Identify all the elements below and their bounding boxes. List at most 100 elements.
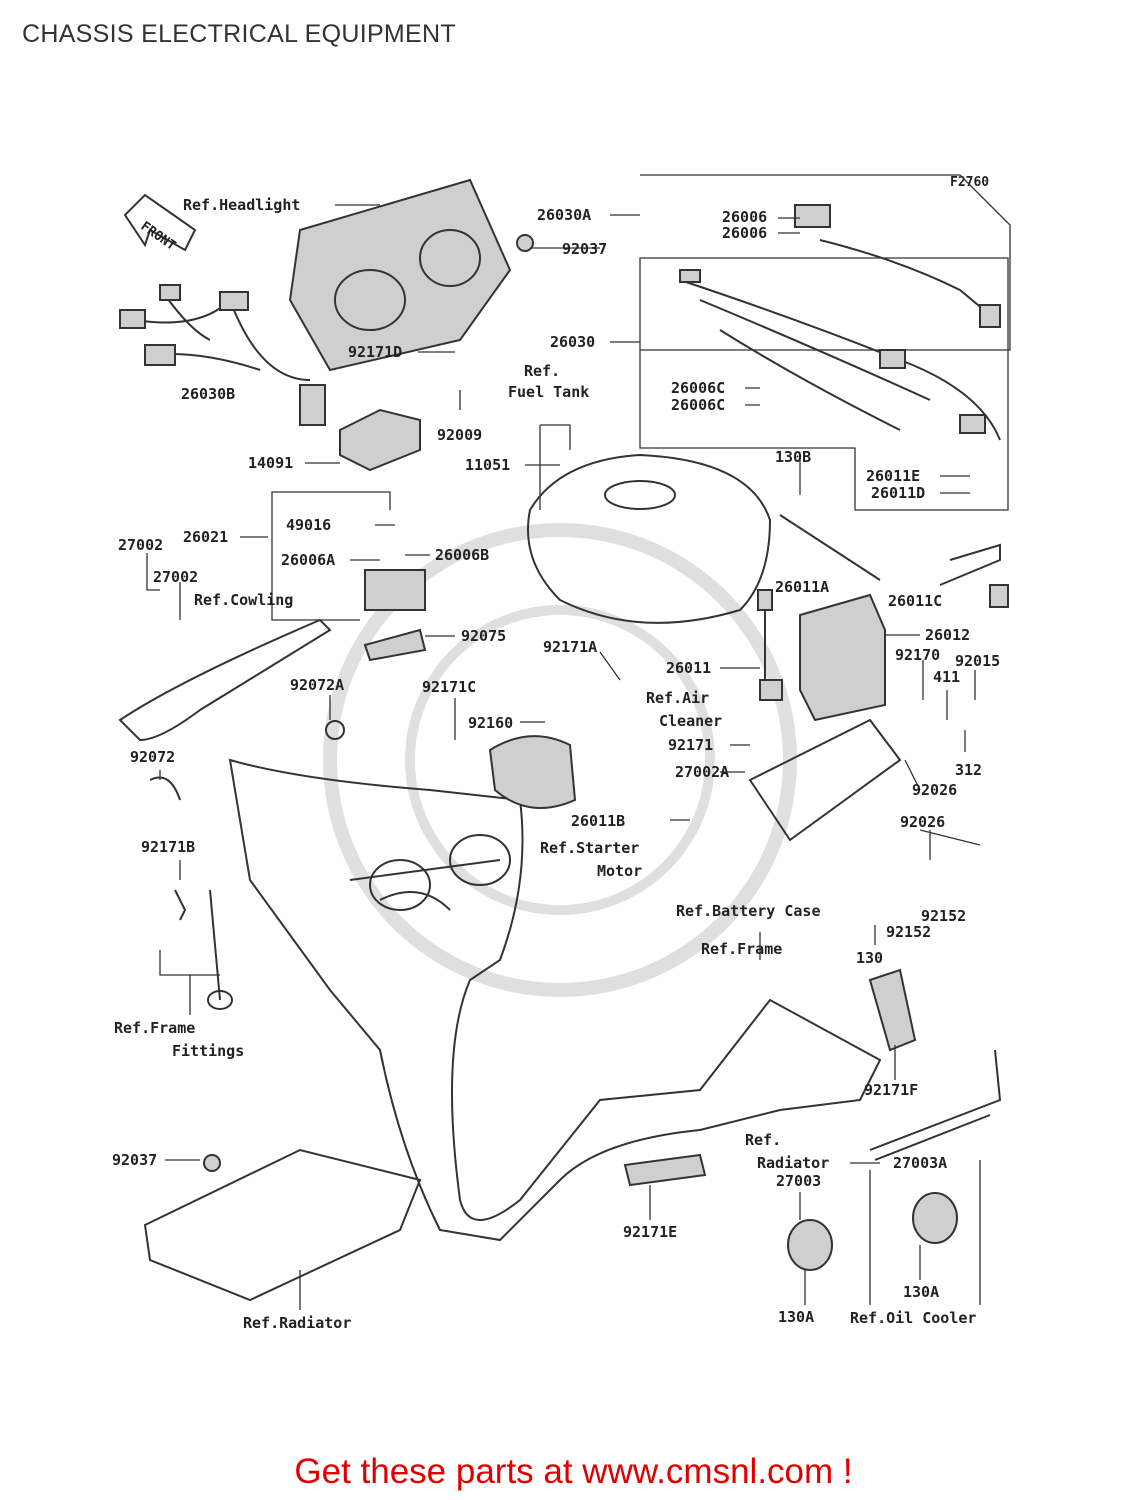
label-26030: 26030 — [550, 333, 595, 351]
label-92171D: 92171D — [348, 343, 402, 361]
bracket-92171F — [868, 968, 917, 1052]
radiator-guard — [143, 1148, 422, 1302]
main-wiring-harness — [679, 269, 1001, 441]
wiring-26030B — [119, 284, 326, 426]
label-92026-a: 92026 — [912, 781, 957, 799]
label-14091: 14091 — [248, 454, 293, 472]
label-92026-b: 92026 — [900, 813, 945, 831]
label-26030A: 26030A — [537, 206, 591, 224]
label-ref-cleaner: Cleaner — [659, 712, 722, 730]
horn-27003A — [912, 1192, 958, 1244]
label-ref-frame: Ref.Frame — [114, 1019, 195, 1037]
label-411: 411 — [933, 668, 960, 686]
parts-diagram: FRONT F2760 — [112, 174, 1011, 1332]
fuel-tank — [527, 453, 772, 624]
label-ref-cowling: Ref.Cowling — [194, 591, 293, 609]
label-130: 130 — [856, 949, 883, 967]
label-130A-b: 130A — [903, 1283, 939, 1301]
label-26030B: 26030B — [181, 385, 235, 403]
harness-box-26030 — [639, 257, 1009, 511]
bracket-92171B — [174, 889, 233, 1010]
label-49016: 49016 — [286, 516, 331, 534]
label-92152-a: 92152 — [921, 907, 966, 925]
label-26011E: 26011E — [866, 467, 920, 485]
label-92160: 92160 — [468, 714, 513, 732]
label-26006B: 26006B — [435, 546, 489, 564]
label-27003A: 27003A — [893, 1154, 947, 1172]
label-26006C-b: 26006C — [671, 396, 725, 414]
label-ref-radiator-right: Radiator — [757, 1154, 829, 1172]
label-92171B: 92171B — [141, 838, 195, 856]
label-ref-headlight: Ref.Headlight — [183, 196, 300, 214]
label-26006-b: 26006 — [722, 224, 767, 242]
battery-cable-26011C — [939, 543, 1009, 608]
page-title: CHASSIS ELECTRICAL EQUIPMENT — [22, 20, 456, 48]
label-26011C: 26011C — [888, 592, 942, 610]
label-ref-starter: Ref.Starter — [540, 839, 639, 857]
battery-26012 — [799, 593, 886, 722]
label-27002-a: 27002 — [118, 536, 163, 554]
horn-27003 — [787, 1219, 833, 1271]
label-ref-battery-case: Ref.Battery Case — [676, 902, 821, 920]
label-ref-radiator: Ref.Radiator — [243, 1314, 351, 1332]
label-26006A: 26006A — [281, 551, 335, 569]
clip-92037-top — [516, 234, 534, 252]
part-92171E — [623, 1153, 707, 1187]
battery-case — [748, 718, 902, 842]
ring-92072A — [325, 720, 345, 740]
label-26011: 26011 — [666, 659, 711, 677]
label-92170: 92170 — [895, 646, 940, 664]
label-92171F: 92171F — [864, 1081, 918, 1099]
label-26012: 26012 — [925, 626, 970, 644]
label-ref-motor: Motor — [597, 862, 642, 880]
oil-cooler-bracket — [869, 1049, 1002, 1161]
label-ref-oil-cooler: Ref.Oil Cooler — [850, 1309, 976, 1327]
label-92009: 92009 — [437, 426, 482, 444]
label-ref-fittings: Fittings — [172, 1042, 244, 1060]
label-ref-ref: Ref. — [524, 362, 560, 380]
wiring-26030A — [794, 204, 1001, 328]
label-92152-b: 92152 — [886, 923, 931, 941]
cta-link[interactable]: Get these parts at www.cmsnl.com ! — [294, 1452, 853, 1491]
label-26011B: 26011B — [571, 812, 625, 830]
label-27002A: 27002A — [675, 763, 729, 781]
label-26006C-a: 26006C — [671, 379, 725, 397]
label-26011D: 26011D — [871, 484, 925, 502]
fuse-box-26021 — [363, 569, 427, 662]
label-92037-bottom: 92037 — [112, 1151, 157, 1169]
label-92171A: 92171A — [543, 638, 597, 656]
label-92171C: 92171C — [422, 678, 476, 696]
clip-92037-bottom — [203, 1154, 221, 1172]
label-ref-ref2: Ref. — [745, 1131, 781, 1149]
harness-box-26030A — [640, 174, 1011, 351]
label-27003: 27003 — [776, 1172, 821, 1190]
part-labels: Ref.Headlight 26030A 26006 26006 92037 2… — [112, 196, 1000, 1332]
cable-26011 — [757, 589, 783, 701]
label-92015: 92015 — [955, 652, 1000, 670]
label-130B: 130B — [775, 448, 811, 466]
label-11051: 11051 — [465, 456, 510, 474]
label-92171: 92171 — [668, 736, 713, 754]
label-92037-top: 92037 — [562, 240, 607, 258]
air-cleaner-part — [488, 735, 577, 809]
cowling-bracket — [118, 618, 332, 742]
label-92072A: 92072A — [290, 676, 344, 694]
label-26021: 26021 — [183, 528, 228, 546]
headlight-assembly — [288, 178, 512, 372]
label-312: 312 — [955, 761, 982, 779]
label-ref-fuel-tank: Fuel Tank — [508, 383, 589, 401]
figure-code: F2760 — [950, 175, 989, 190]
leader-lines — [146, 204, 981, 1310]
cable-26011A — [779, 514, 881, 581]
label-ref-frame-right: Ref.Frame — [701, 940, 782, 958]
ring-92072 — [149, 776, 181, 801]
label-27002-b: 27002 — [153, 568, 198, 586]
label-ref-air: Ref.Air — [646, 689, 709, 707]
label-92171E: 92171E — [623, 1223, 677, 1241]
label-92075: 92075 — [461, 627, 506, 645]
cta-banner: Get these parts at www.cmsnl.com ! — [0, 1452, 1147, 1492]
label-130A-a: 130A — [778, 1308, 814, 1326]
label-26006-a: 26006 — [722, 208, 767, 226]
part-14091 — [339, 408, 421, 472]
label-26011A: 26011A — [775, 578, 829, 596]
